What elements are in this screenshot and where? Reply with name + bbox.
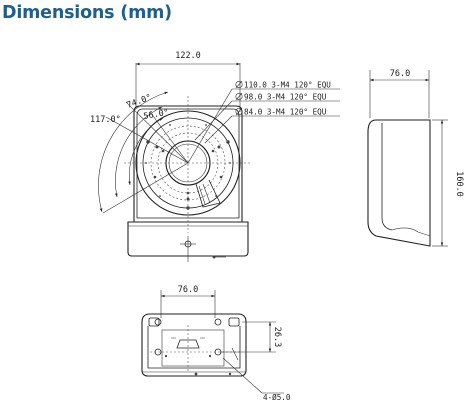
bottom-box-outline (141, 313, 247, 377)
hole-spec-98: 98.0 3-M4 120° EQU (244, 93, 327, 102)
front-base-plate (127, 221, 249, 257)
bottom-view: 76.0 26.3 4-Ø5.0 (141, 285, 291, 402)
angle-label-56: 56.0° (143, 108, 170, 122)
front-view: 122.0 (90, 51, 340, 262)
diameter-symbol-98 (235, 92, 243, 101)
angle-arc-117 (98, 91, 169, 213)
mount-hole-top-left (154, 318, 162, 326)
diameter-symbol-110 (235, 80, 243, 89)
side-box-outline (367, 119, 431, 247)
bottom-width-label: 76.0 (178, 285, 198, 295)
hole-count-label: 4-Ø5.0 (263, 393, 291, 402)
side-height-label: 160.0 (454, 171, 464, 197)
front-width-label: 122.0 (175, 51, 201, 61)
angle-label-117: 117.0° (90, 115, 121, 125)
page-title: Dimensions (mm) (2, 3, 172, 23)
diameter-symbol-84 (235, 107, 243, 116)
angle-arc-56 (128, 117, 164, 186)
side-depth-label: 76.0 (390, 69, 410, 79)
angle-arc-74 (115, 106, 163, 198)
bottom-height-label: 26.3 (272, 327, 282, 347)
side-view: 76.0 160.0 (367, 69, 464, 247)
angle-label-74: 74.0° (126, 93, 153, 111)
mount-hole-top-right (214, 318, 222, 326)
hole-spec-84: 84.0 3-M4 120° EQU (244, 108, 327, 117)
hole-spec-110: 110.0 3-M4 120° EQU (244, 81, 331, 90)
